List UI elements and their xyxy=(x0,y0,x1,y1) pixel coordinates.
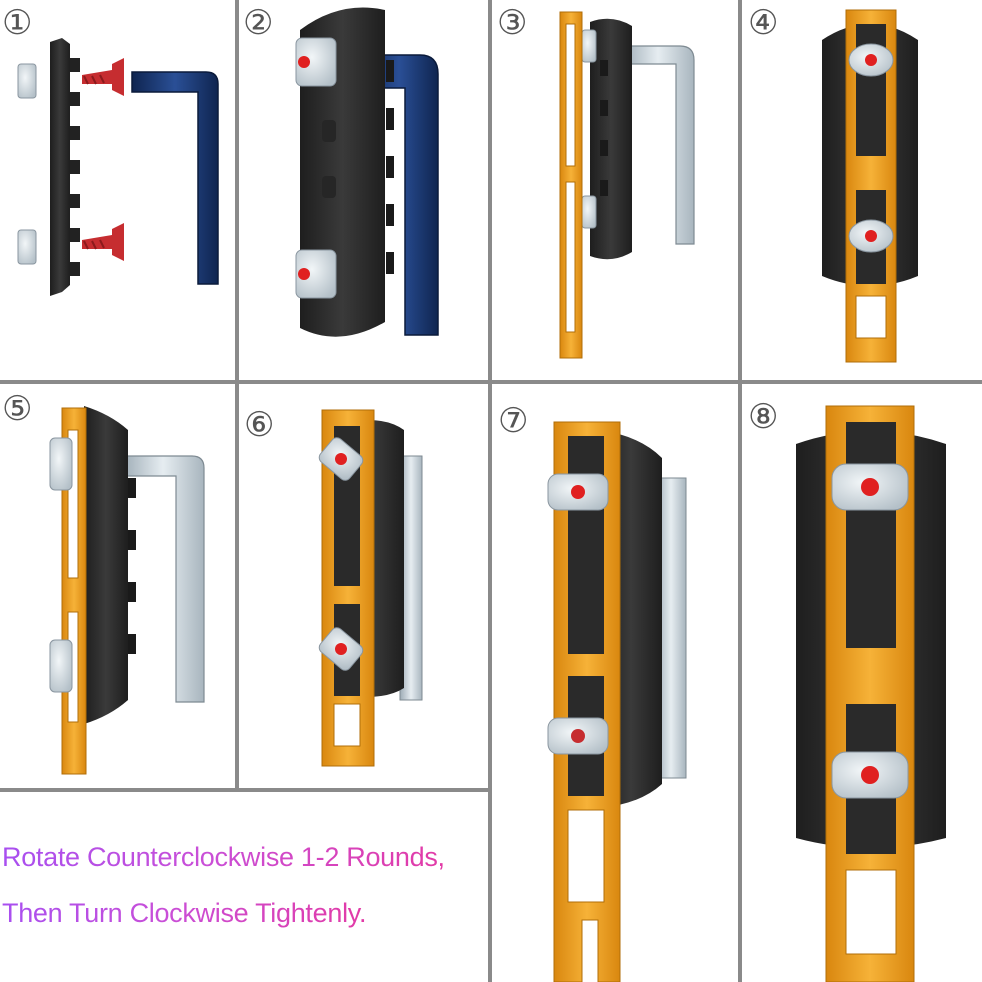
screw-icon xyxy=(82,58,124,261)
step-4-panel: ④ xyxy=(748,3,918,363)
step-5-panel: ⑤ xyxy=(2,389,205,775)
hex-wrench-icon xyxy=(121,455,205,703)
step-3-panel: ③ xyxy=(497,3,695,359)
step-7-number: ⑦ xyxy=(498,401,528,441)
rail-section-icon xyxy=(84,406,136,724)
t-nut-icon xyxy=(49,437,73,693)
step-8-number: ⑧ xyxy=(748,397,778,437)
hex-wrench-icon xyxy=(359,54,439,336)
step-1-panel: ① xyxy=(2,3,219,296)
t-nut-icon xyxy=(581,29,597,229)
instruction-line-2: Then Turn Clockwise Tightenly. xyxy=(2,898,367,928)
clamp-plate-icon xyxy=(553,421,621,982)
step-3-number: ③ xyxy=(497,3,527,43)
t-nut-icon xyxy=(831,463,909,799)
step-2-number: ② xyxy=(243,3,273,43)
step-2-panel: ② xyxy=(243,3,439,337)
t-nut-icon xyxy=(318,437,364,671)
step-8-panel: ⑧ xyxy=(748,397,946,982)
clamp-plate-icon xyxy=(559,11,583,359)
step-6-number: ⑥ xyxy=(244,405,274,445)
t-nut-icon xyxy=(295,37,337,299)
step-6-panel: ⑥ xyxy=(244,405,423,767)
step-4-number: ④ xyxy=(748,3,778,43)
step-7-panel: ⑦ xyxy=(498,401,687,982)
hex-wrench-icon xyxy=(621,45,695,245)
t-nut-icon xyxy=(17,63,37,265)
hex-wrench-icon xyxy=(131,71,219,285)
rail-section-icon xyxy=(50,38,80,296)
rail-section-icon xyxy=(590,18,632,260)
step-1-number: ① xyxy=(2,3,32,43)
step-5-number: ⑤ xyxy=(2,389,32,429)
instruction-line-1: Rotate Counterclockwise 1-2 Rounds, xyxy=(2,842,445,872)
t-nut-icon xyxy=(547,473,609,755)
t-nut-icon xyxy=(848,43,894,253)
